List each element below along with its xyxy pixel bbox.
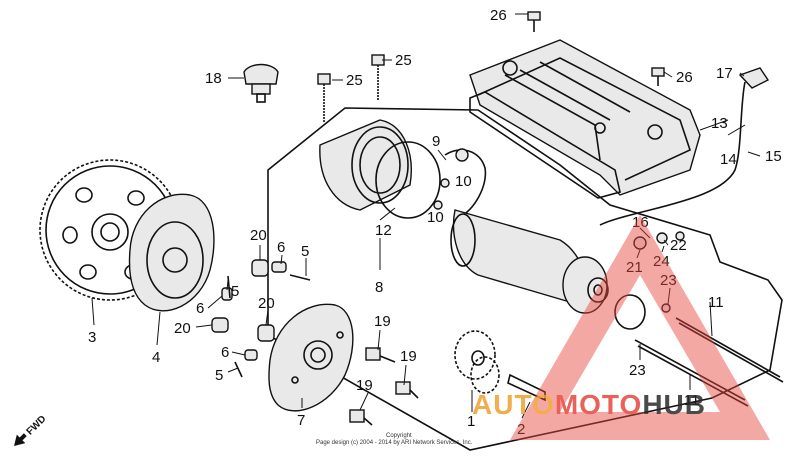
callout-6-top: 6: [277, 239, 285, 256]
automotohub-watermark: AUTOMOTOHUB: [472, 215, 770, 440]
watermark-text-auto: AUTO: [472, 389, 555, 420]
cover-gasket: [469, 91, 621, 199]
callout-20-top: 20: [250, 227, 267, 244]
callout-13: 13: [711, 115, 728, 132]
svg-text:AUTOMOTOHUB: AUTOMOTOHUB: [472, 389, 706, 420]
leader-lines: [91, 13, 761, 419]
callout-10-lower: 10: [427, 209, 444, 226]
subassembly-outline: [267, 107, 783, 451]
callout-2: 2: [517, 421, 525, 438]
callout-26-right: 26: [676, 69, 693, 86]
watermark-text-hub: HUB: [642, 389, 706, 420]
callout-24: 24: [653, 253, 670, 270]
callout-20-middle: 20: [258, 295, 275, 312]
callout-11-upper: 11: [708, 294, 724, 311]
callout-10-upper: 10: [455, 173, 472, 190]
callout-numbers: 26 25 25 18 26 17 13 14 15 9 10 10 12 16…: [88, 7, 782, 438]
callout-22: 22: [670, 237, 687, 254]
starter-clutch-outer: [128, 193, 215, 312]
callout-8: 8: [375, 279, 383, 296]
starter-motor-body: [450, 209, 609, 314]
callout-25-left: 25: [346, 72, 363, 89]
callout-23-upper: 23: [660, 272, 677, 289]
o-ring-large: [375, 141, 441, 219]
callout-12: 12: [375, 222, 392, 239]
starter-through-bolts: [634, 317, 784, 407]
copyright-line-1: Copyright: [386, 433, 412, 439]
oil-pressure-switch: [243, 63, 279, 103]
starter-motor-front-housing: [319, 119, 412, 211]
callout-6-bottom: 6: [221, 344, 229, 361]
callout-5-bottom: 5: [215, 367, 223, 384]
callout-17: 17: [716, 65, 733, 82]
starter-clutch-plate: [268, 303, 354, 412]
callout-19-middle: 19: [400, 348, 417, 365]
callout-1: 1: [467, 413, 475, 430]
callout-21: 21: [626, 259, 643, 276]
callout-3: 3: [88, 329, 96, 346]
starter-motor-cover: [469, 39, 701, 196]
callout-19-bottom: 19: [356, 377, 373, 394]
bolts-19: [349, 347, 419, 426]
callout-11-lower: 11: [684, 392, 700, 409]
callout-6-middle: 6: [196, 300, 204, 317]
reduction-gear-shaft: [507, 373, 546, 402]
watermark-triangle-icon: [510, 215, 770, 440]
brush-holder: [433, 148, 487, 219]
callout-20-left: 20: [174, 320, 191, 337]
callout-9: 9: [432, 133, 440, 150]
callout-7: 7: [297, 412, 305, 429]
callout-19-top: 19: [374, 313, 391, 330]
clutch-rollers-springs: [211, 259, 311, 378]
watermark-text-moto: MOTO: [555, 389, 642, 420]
callout-4: 4: [152, 349, 160, 366]
callout-18: 18: [205, 70, 222, 87]
callout-25-right: 25: [395, 52, 412, 69]
forward-direction-indicator: FWD: [14, 414, 49, 446]
callout-5-top: 5: [301, 243, 309, 260]
callout-23-lower: 23: [629, 362, 646, 379]
callout-5-middle: 5: [231, 283, 239, 300]
callout-26-top: 26: [490, 7, 507, 24]
forward-arrow-icon: [14, 433, 27, 446]
copyright-line-2: Page design (c) 2004 - 2014 by ARI Netwo…: [316, 440, 473, 446]
callout-14: 14: [720, 151, 737, 168]
o-ring-small: [614, 294, 646, 330]
callout-16: 16: [632, 214, 649, 231]
starter-reduction-gear: [454, 330, 500, 394]
callout-15: 15: [765, 148, 782, 165]
starter-cable: [599, 67, 770, 226]
fwd-label: FWD: [25, 414, 49, 438]
